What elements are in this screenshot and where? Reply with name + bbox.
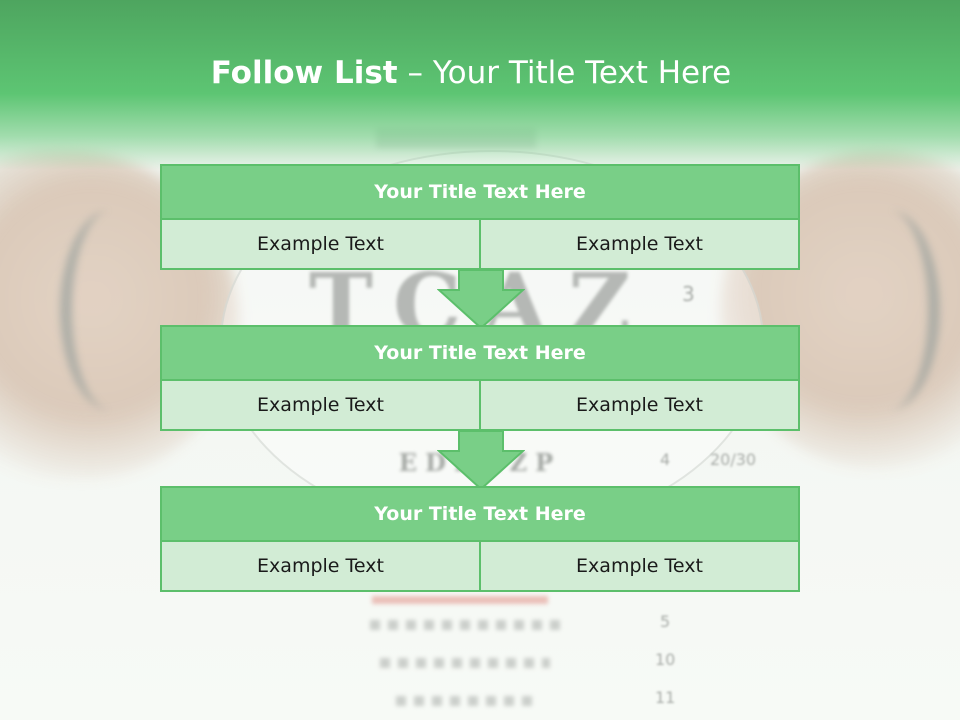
block-cells: Example Text Example Text xyxy=(160,381,800,431)
eye-chart-score: 20/30 xyxy=(710,450,757,469)
slide-title-bold: Follow List xyxy=(210,55,398,91)
eye-chart-number-big: 3 xyxy=(682,282,695,306)
eye-chart-dot-row xyxy=(380,658,550,668)
down-arrow-icon xyxy=(437,430,525,491)
list-block-2: Your Title Text Here Example Text Exampl… xyxy=(160,325,800,431)
down-arrow-icon xyxy=(437,269,525,330)
list-block-3: Your Title Text Here Example Text Exampl… xyxy=(160,486,800,592)
block-cells: Example Text Example Text xyxy=(160,220,800,270)
block-title: Your Title Text Here xyxy=(160,486,800,542)
block-title: Your Title Text Here xyxy=(160,164,800,220)
slide-title: Follow List – Your Title Text Here xyxy=(0,55,942,91)
eye-chart-row-number: 5 xyxy=(660,612,671,631)
title-band xyxy=(0,0,960,170)
block-cell-left: Example Text xyxy=(257,555,384,577)
block-cell-right: Example Text xyxy=(479,381,798,429)
block-cells: Example Text Example Text xyxy=(160,542,800,592)
block-cell-right: Example Text xyxy=(479,220,798,268)
eye-chart-row-number: 10 xyxy=(655,650,676,669)
slide-title-rest: – Your Title Text Here xyxy=(397,55,732,91)
block-cell-right: Example Text xyxy=(479,542,798,590)
eye-chart-dot-row xyxy=(370,620,560,630)
list-block-1: Your Title Text Here Example Text Exampl… xyxy=(160,164,800,270)
block-title: Your Title Text Here xyxy=(160,325,800,381)
eye-chart-red-line xyxy=(372,596,548,604)
block-cell-left: Example Text xyxy=(257,233,384,255)
block-cell-left: Example Text xyxy=(257,394,384,416)
eye-chart-number-mid: 4 xyxy=(660,450,671,469)
eye-chart-row-number: 11 xyxy=(655,688,676,707)
eye-chart-dot-row xyxy=(396,696,536,706)
